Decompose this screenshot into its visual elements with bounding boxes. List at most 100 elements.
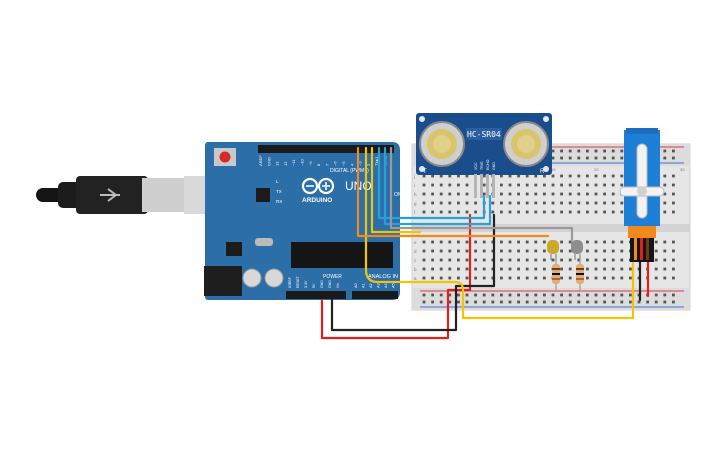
terminal-hole[interactable] [568,174,572,178]
terminal-hole[interactable] [508,210,512,214]
rail-hole[interactable] [551,156,555,160]
terminal-hole[interactable] [568,201,572,205]
terminal-hole[interactable] [611,267,615,271]
terminal-hole[interactable] [534,258,538,262]
terminal-hole[interactable] [465,192,469,196]
terminal-hole[interactable] [482,183,486,187]
rail-hole[interactable] [586,156,589,160]
terminal-hole[interactable] [517,201,520,205]
terminal-hole[interactable] [568,258,572,262]
terminal-hole[interactable] [431,258,434,262]
rail-hole[interactable] [560,156,563,160]
rail-hole[interactable] [672,300,675,304]
rail-hole[interactable] [474,300,477,304]
terminal-hole[interactable] [672,201,675,205]
terminal-hole[interactable] [620,267,624,271]
terminal-hole[interactable] [534,276,538,280]
terminal-hole[interactable] [654,276,658,280]
terminal-hole[interactable] [482,192,486,196]
terminal-hole[interactable] [586,249,589,253]
terminal-hole[interactable] [620,258,624,262]
terminal-hole[interactable] [474,267,477,271]
rail-hole[interactable] [422,300,426,304]
terminal-hole[interactable] [672,183,675,187]
terminal-hole[interactable] [508,192,512,196]
rail-hole[interactable] [577,293,581,297]
terminal-hole[interactable] [543,258,546,262]
terminal-hole[interactable] [577,192,581,196]
terminal-hole[interactable] [474,258,477,262]
terminal-hole[interactable] [422,174,426,178]
terminal-hole[interactable] [465,249,469,253]
terminal-hole[interactable] [560,258,563,262]
rail-hole[interactable] [611,149,615,153]
terminal-hole[interactable] [457,267,460,271]
terminal-hole[interactable] [517,174,520,178]
terminal-hole[interactable] [611,249,615,253]
terminal-hole[interactable] [465,201,469,205]
terminal-hole[interactable] [431,210,434,214]
terminal-hole[interactable] [577,174,581,178]
wire-blue-echo[interactable] [383,146,492,226]
terminal-hole[interactable] [534,174,538,178]
terminal-hole[interactable] [603,210,606,214]
terminal-hole[interactable] [663,192,667,196]
terminal-hole[interactable] [534,267,538,271]
terminal-hole[interactable] [482,267,486,271]
terminal-hole[interactable] [603,174,606,178]
terminal-hole[interactable] [517,240,520,244]
terminal-hole[interactable] [611,174,615,178]
terminal-hole[interactable] [525,201,529,205]
terminal-hole[interactable] [594,201,598,205]
terminal-hole[interactable] [586,258,589,262]
terminal-hole[interactable] [603,183,606,187]
terminal-hole[interactable] [568,240,572,244]
rail-hole[interactable] [534,293,538,297]
rail-hole[interactable] [448,293,452,297]
terminal-hole[interactable] [465,267,469,271]
rail-hole[interactable] [525,300,529,304]
servo-motor[interactable] [619,128,665,262]
wire-yellow-b[interactable] [370,146,422,234]
rail-hole[interactable] [500,293,503,297]
terminal-hole[interactable] [663,183,667,187]
terminal-hole[interactable] [603,276,606,280]
terminal-hole[interactable] [500,183,503,187]
arduino-board[interactable]: ARDUINO UNO DIGITAL (PWM~) ANALOG IN POW… [204,142,402,300]
rail-hole[interactable] [637,300,641,304]
terminal-hole[interactable] [672,267,675,271]
rail-hole[interactable] [568,156,572,160]
terminal-hole[interactable] [439,276,443,280]
terminal-hole[interactable] [534,249,538,253]
terminal-hole[interactable] [551,192,555,196]
terminal-hole[interactable] [508,258,512,262]
terminal-hole[interactable] [439,249,443,253]
terminal-hole[interactable] [611,192,615,196]
terminal-hole[interactable] [500,210,503,214]
terminal-hole[interactable] [465,210,469,214]
terminal-hole[interactable] [620,210,624,214]
terminal-hole[interactable] [534,183,538,187]
terminal-hole[interactable] [422,249,426,253]
terminal-hole[interactable] [560,249,563,253]
terminal-hole[interactable] [422,240,426,244]
terminal-hole[interactable] [654,249,658,253]
terminal-hole[interactable] [491,276,495,280]
rail-hole[interactable] [422,293,426,297]
terminal-hole[interactable] [560,174,563,178]
analog-header[interactable] [352,291,398,299]
rail-hole[interactable] [568,149,572,153]
terminal-hole[interactable] [586,267,589,271]
rail-hole[interactable] [568,300,572,304]
rail-hole[interactable] [517,293,520,297]
terminal-hole[interactable] [525,258,529,262]
terminal-hole[interactable] [629,276,632,280]
terminal-hole[interactable] [525,240,529,244]
terminal-hole[interactable] [448,201,452,205]
power-header[interactable] [286,291,346,299]
rail-hole[interactable] [663,293,667,297]
rail-hole[interactable] [439,293,443,297]
rail-hole[interactable] [448,300,452,304]
terminal-hole[interactable] [534,240,538,244]
rail-hole[interactable] [439,300,443,304]
